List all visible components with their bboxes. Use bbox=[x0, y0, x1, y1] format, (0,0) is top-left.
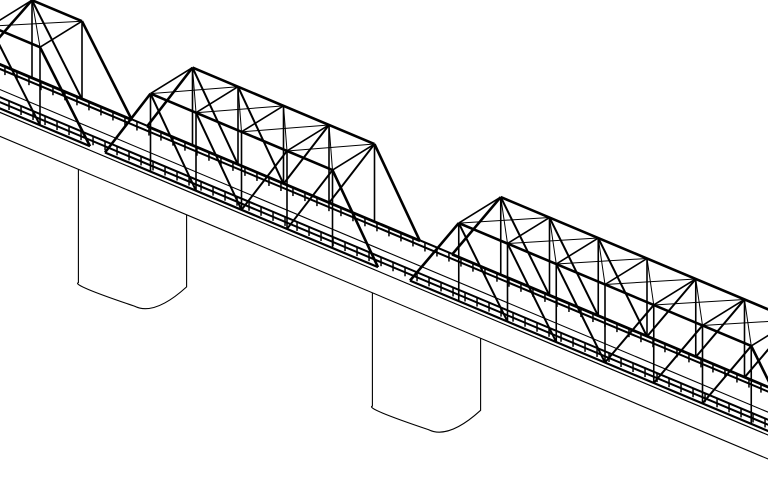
truss-diagonal bbox=[457, 222, 509, 322]
trusses bbox=[0, 0, 768, 433]
truss-diagonal bbox=[499, 196, 551, 296]
truss-diagonal bbox=[555, 263, 606, 363]
top-lateral-brace bbox=[328, 124, 333, 171]
top-lateral-brace bbox=[237, 86, 242, 132]
top-cross-beam bbox=[458, 196, 502, 224]
truss-top-chord bbox=[31, 0, 83, 23]
top-cross-beam bbox=[150, 66, 193, 95]
top-lateral-brace bbox=[702, 320, 768, 326]
top-lateral-brace bbox=[549, 217, 557, 265]
truss-end-post bbox=[451, 196, 502, 256]
truss-diagonal bbox=[237, 86, 285, 185]
top-cross-beam bbox=[195, 86, 239, 114]
truss-diagonal bbox=[328, 143, 376, 204]
top-lateral-brace bbox=[500, 197, 508, 244]
top-cross-beam bbox=[507, 216, 550, 245]
truss-diagonal bbox=[506, 243, 558, 343]
truss-diagonal bbox=[195, 112, 243, 211]
truss-end-post bbox=[80, 20, 134, 121]
top-lateral-brace bbox=[192, 67, 197, 113]
top-cross-beam bbox=[0, 0, 33, 21]
top-lateral-brace bbox=[31, 0, 41, 48]
top-lateral-brace bbox=[695, 278, 703, 326]
truss-end-post bbox=[0, 0, 33, 39]
top-cross-beam bbox=[286, 124, 330, 152]
truss-diagonal bbox=[286, 169, 334, 230]
truss-diagonal bbox=[0, 43, 41, 126]
truss-end-post bbox=[331, 169, 380, 268]
truss-end-post bbox=[103, 92, 152, 154]
top-cross-beam bbox=[653, 278, 697, 306]
truss-end-post bbox=[373, 143, 422, 242]
truss-top-chord bbox=[0, 28, 41, 49]
truss-diagonal bbox=[701, 345, 753, 405]
truss-bottom-chord bbox=[0, 63, 133, 122]
truss-diagonal bbox=[743, 348, 768, 379]
truss-diagonal bbox=[548, 217, 600, 317]
truss-end-post bbox=[750, 345, 768, 383]
truss-bottom-chord bbox=[0, 107, 91, 148]
truss-diagonal bbox=[694, 298, 746, 358]
truss-diagonal bbox=[240, 150, 288, 211]
truss-diagonal bbox=[604, 304, 655, 364]
truss-diagonal bbox=[282, 124, 330, 185]
truss-diagonal bbox=[646, 278, 697, 338]
top-cross-beam bbox=[702, 298, 745, 327]
top-lateral-brace bbox=[283, 105, 288, 151]
truss-end-post bbox=[145, 66, 194, 128]
top-cross-beam bbox=[241, 105, 284, 133]
top-cross-beam bbox=[750, 334, 768, 347]
top-lateral-brace bbox=[597, 237, 606, 285]
truss-end-post bbox=[38, 46, 92, 147]
top-lateral-brace bbox=[646, 258, 655, 306]
truss-end-post bbox=[409, 222, 460, 282]
top-cross-beam bbox=[332, 143, 375, 171]
truss-diagonal bbox=[597, 237, 648, 337]
top-lateral-brace bbox=[744, 299, 752, 346]
truss-diagonal bbox=[149, 93, 197, 192]
top-cross-beam bbox=[604, 257, 648, 286]
truss-diagonal bbox=[652, 324, 704, 384]
truss-diagonal bbox=[191, 67, 239, 166]
truss-diagonal bbox=[31, 0, 83, 100]
top-cross-beam bbox=[555, 237, 599, 265]
top-cross-beam bbox=[39, 20, 83, 48]
